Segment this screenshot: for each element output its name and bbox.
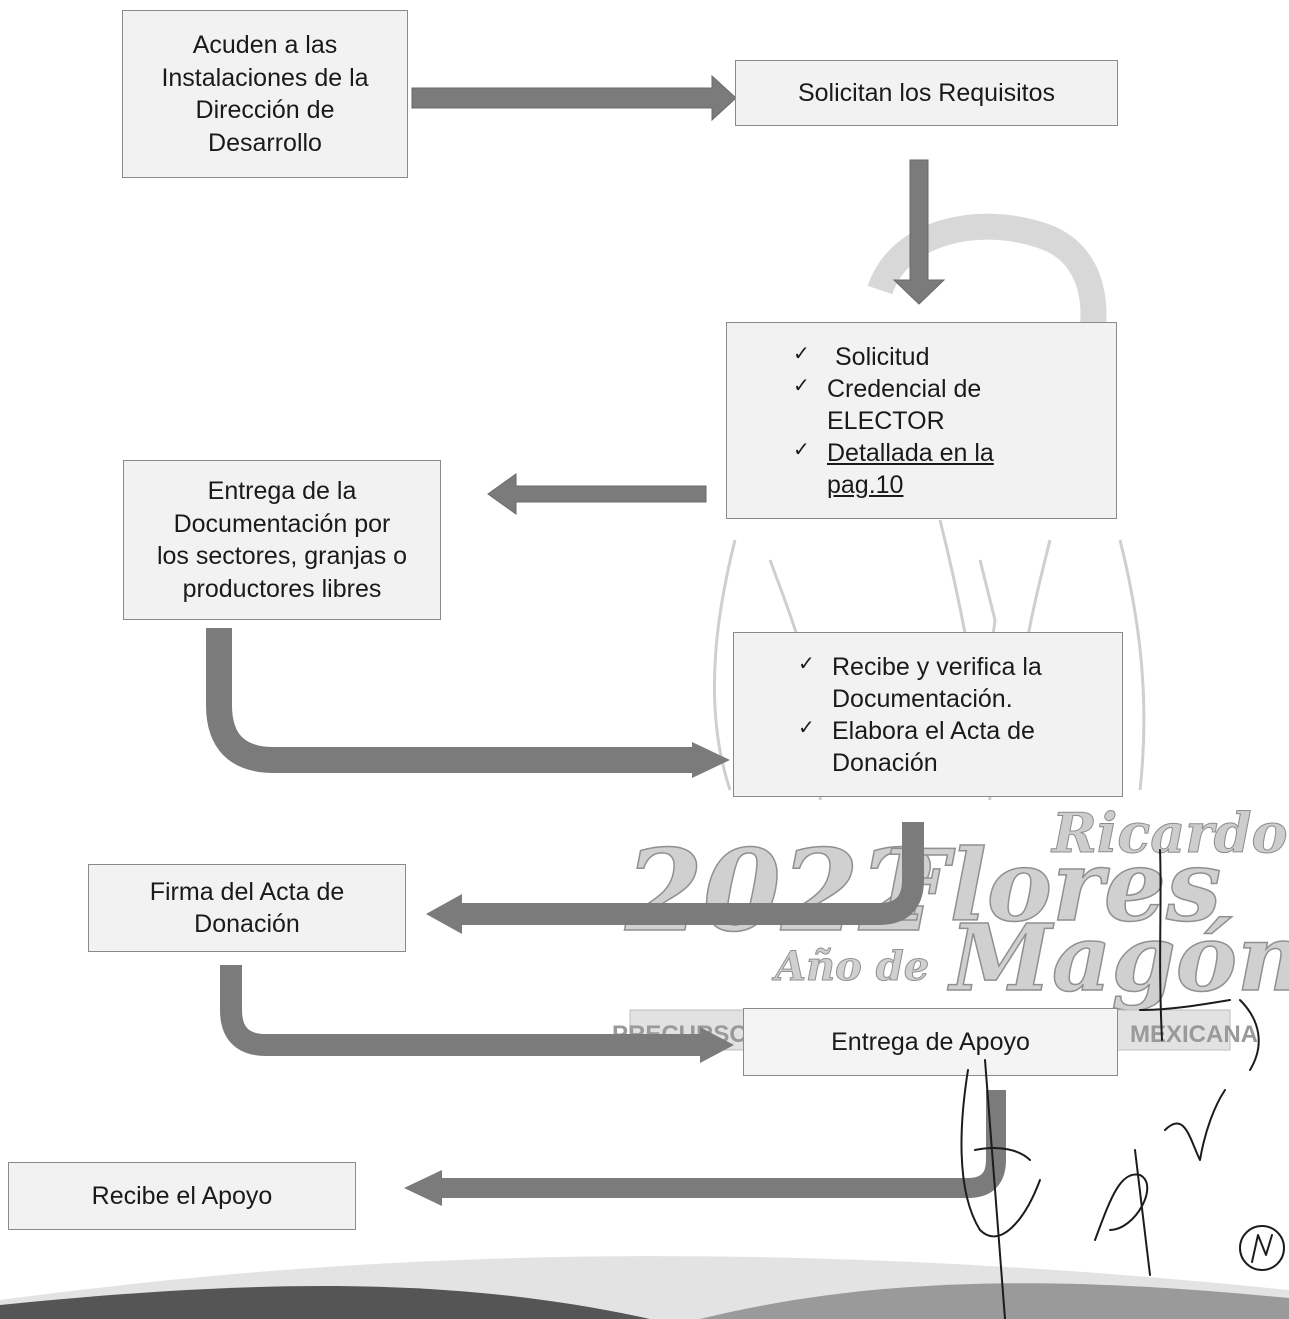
requisito-credencial: Credencial de ELECTOR [827,374,982,435]
watermark-name-first: Ricardo [1050,801,1288,865]
arrow-firma-to-entrega-apoyo [220,965,734,1063]
box-recibe-apoyo-text: Recibe el Apoyo [91,1181,273,1210]
footer-band-mid [700,1283,1289,1319]
check-icon: ✓ [798,714,815,739]
requisito-item: ✓ Solicitud [787,341,994,373]
box-solicitan-text: Solicitan los Requisitos [797,78,1056,107]
box-entrega-documentacion: Entrega de la Documentación por los sect… [123,460,441,620]
footer-band-dark [0,1286,650,1319]
recibe-verifica-item: ✓ Elabora el Acta de Donación [792,715,1042,779]
box-acuden: Acuden a las Instalaciones de la Direcci… [122,10,408,178]
watermark-name-last: Flores [877,829,1221,944]
watermark-banner-right: MEXICANA [1130,1021,1258,1048]
requisito-item: ✓ Detallada en la pag.10 [787,437,994,501]
requisitos-list: ✓ Solicitud ✓ Credencial de ELECTOR ✓ De… [787,341,994,501]
recibe-verifica-list: ✓ Recibe y verifica la Documentación. ✓ … [792,651,1042,779]
check-icon: ✓ [793,340,810,365]
box-firma-acta-text: Firma del Acta de Donación [149,877,345,939]
elabora-acta-text: Elabora el Acta de Donación [832,716,1035,777]
signature-vertical-stroke [1159,849,1163,1041]
box-recibe-verifica: ✓ Recibe y verifica la Documentación. ✓ … [733,632,1123,797]
arrow-acuden-to-solicitan [411,74,737,122]
signature-circle-mark [1239,1225,1285,1271]
requisito-item: ✓ Credencial de ELECTOR [787,373,994,437]
box-solicitan: Solicitan los Requisitos [735,60,1118,126]
signature-initials [1094,1089,1226,1276]
recibe-verifica-item: ✓ Recibe y verifica la Documentación. [792,651,1042,715]
arrow-solicitan-to-requisitos [892,159,946,305]
signature-main [960,1059,1041,1319]
box-firma-acta: Firma del Acta de Donación [88,864,406,952]
box-entrega-apoyo: Entrega de Apoyo [743,1008,1118,1076]
box-recibe-apoyo: Recibe el Apoyo [8,1162,356,1230]
arrow-entrega-doc-to-recibe-verifica [206,628,730,778]
box-entrega-documentacion-text: Entrega de la Documentación por los sect… [156,477,408,603]
requisito-solicitud: Solicitud [835,342,930,371]
watermark-year: 2022 [624,826,937,957]
requisito-detallada-link[interactable]: Detallada en la pag.10 [827,438,994,499]
watermark-surname: Magón [947,904,1289,1012]
check-icon: ✓ [798,650,815,675]
check-icon: ✓ [793,436,810,461]
arrow-recibe-verifica-to-firma [426,822,924,934]
watermark-ano-de: Año de [771,943,929,990]
arrow-requisitos-to-entrega-doc [487,473,707,515]
box-entrega-apoyo-text: Entrega de Apoyo [831,1027,1030,1056]
signature-cross-stroke [1139,999,1260,1071]
arrow-entrega-apoyo-to-recibe-apoyo [404,1090,1006,1206]
box-acuden-text: Acuden a las Instalaciones de la Direcci… [161,31,369,157]
recibe-verifica-text: Recibe y verifica la Documentación. [832,652,1042,713]
check-icon: ✓ [793,372,810,397]
box-requisitos: ✓ Solicitud ✓ Credencial de ELECTOR ✓ De… [726,322,1117,519]
